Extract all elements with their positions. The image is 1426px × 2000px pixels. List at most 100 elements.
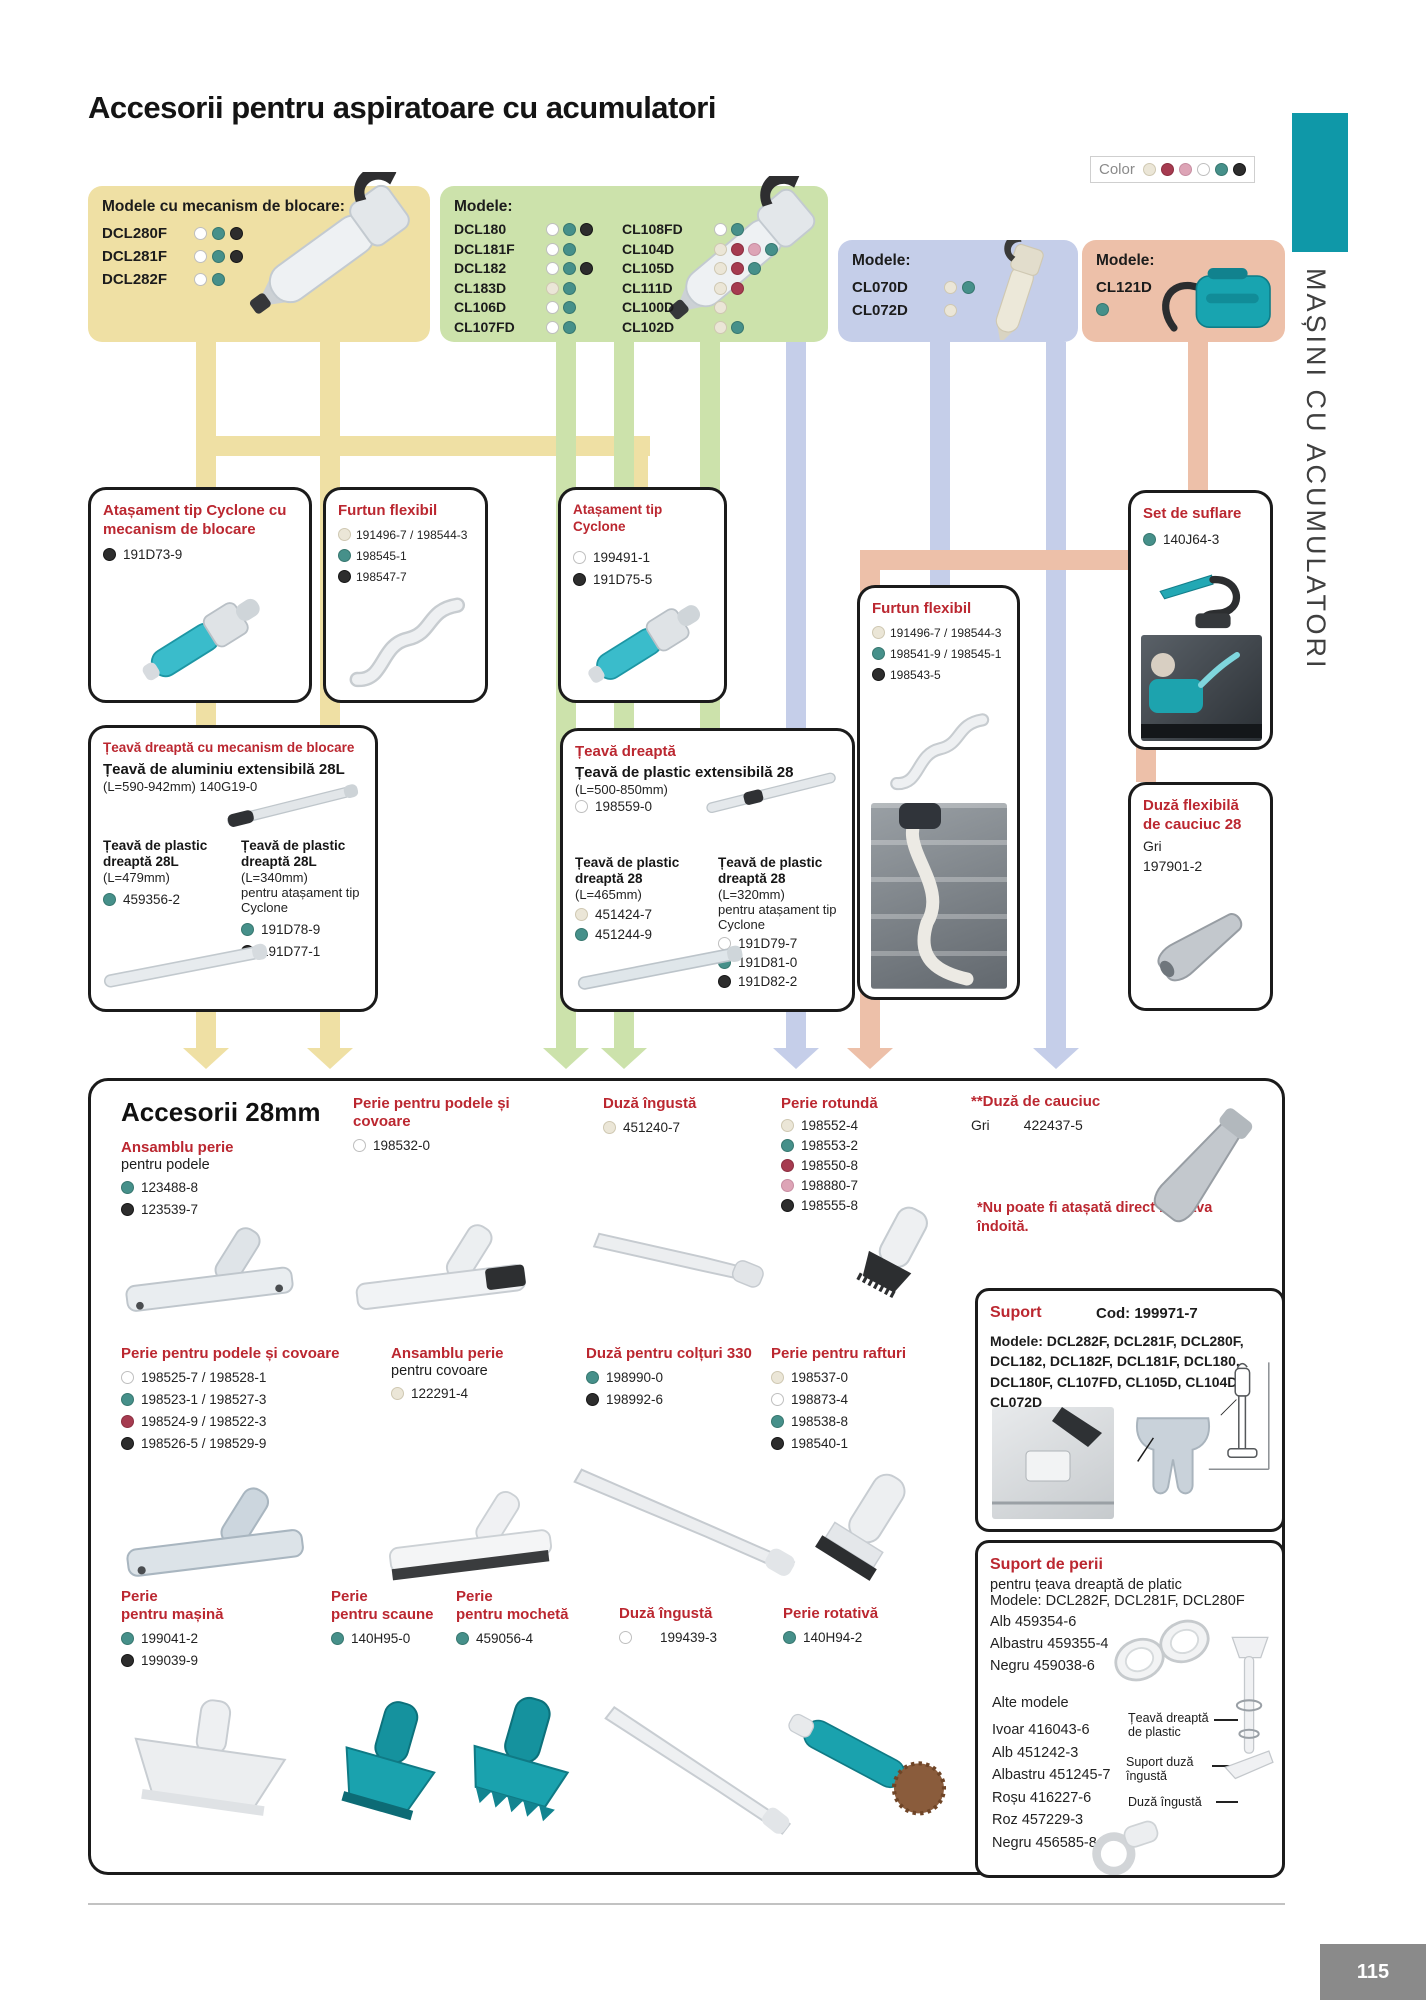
model-group-main: Modele: DCL180 DCL181F DCL182 — [440, 176, 828, 342]
ivory-color-dot — [872, 626, 885, 640]
part-code: 451424-7 — [595, 907, 653, 923]
model-group-title: Modele: — [454, 198, 513, 215]
pipe-left-column: Țeavă de plastic dreaptă 28 (L=465mm) 45… — [575, 855, 705, 942]
variant-row: Alb 451242-3 — [992, 1744, 1079, 1761]
item-title: Perie pentru podele și covoare — [121, 1345, 340, 1362]
part-code: 140J64-3 — [1163, 531, 1220, 547]
connector-salmon-stub — [1188, 342, 1208, 492]
part-code: 198873-4 — [791, 1392, 849, 1407]
variant-row: Roșu 416227-6 — [992, 1789, 1092, 1806]
code-list: 198990-0 198992-6 — [586, 1370, 752, 1407]
model-list-col1: DCL180 DCL181F DCL182 CL183D — [454, 220, 593, 337]
black-color-dot — [872, 668, 885, 682]
white-color-dot — [353, 1139, 366, 1152]
model-list: CL070D CL072D — [852, 276, 1064, 322]
plastic-pipe-image — [577, 945, 743, 990]
stick-vacuum-with-holders-image — [1224, 1636, 1274, 1780]
white-color-dot — [546, 223, 559, 237]
item-corner-nozzle: Duză pentru colțuri 330 198990-0 198992-… — [586, 1345, 752, 1407]
model-group-title: Modele: — [1096, 252, 1155, 269]
part-code: 198541-9 / 198545-1 — [890, 646, 1002, 661]
ivory-color-dot — [546, 281, 559, 295]
model-color-dots — [944, 281, 975, 294]
teal-color-dot — [563, 301, 576, 315]
accessories-heading: Accesorii 28mm — [121, 1097, 321, 1127]
code-list: 451240-7 — [603, 1120, 696, 1135]
teal-color-dot — [103, 893, 116, 907]
pipe-alu-title: Țeavă de aluminiu extensibilă 28L — [103, 760, 345, 778]
callout-line — [1214, 1719, 1238, 1721]
box-title: Set de suflare — [1143, 505, 1242, 522]
model-name: DCL280F — [102, 225, 168, 242]
model-color-dots — [714, 320, 744, 334]
model-color-dots — [714, 242, 778, 256]
part-code: 198526-5 / 198529-9 — [141, 1436, 267, 1451]
color-variant-label: Gri — [1143, 837, 1162, 854]
black-color-dot — [338, 570, 351, 584]
model-row: CL183D — [454, 279, 593, 299]
white-color-dot — [575, 799, 588, 813]
teal-color-dot — [731, 223, 744, 237]
model-name: DCL180 — [454, 221, 507, 237]
teal-color-dot — [731, 320, 744, 334]
model-row: CL104D — [622, 240, 778, 260]
model-name: CL183D — [454, 279, 507, 296]
item-title: Perie pentru podele și covoare — [353, 1095, 510, 1130]
item-title: Duză pentru colțuri 330 — [586, 1345, 752, 1362]
code-row: 198532-0 — [353, 1138, 538, 1153]
code-list: 459356-2 — [103, 892, 231, 907]
black-color-dot — [580, 223, 593, 237]
color-legend: Color — [1090, 156, 1255, 183]
white-color-dot — [619, 1631, 632, 1644]
aluminium-pipe-image — [227, 784, 359, 827]
code-list: 122291-4 — [391, 1386, 504, 1401]
model-row: DCL282F — [102, 268, 416, 291]
part-code: 199041-2 — [141, 1631, 199, 1646]
red-color-dot — [121, 1415, 134, 1428]
suport-perii-models: Modele: DCL282F, DCL281F, DCL280F — [990, 1593, 1245, 1609]
teal-color-dot — [771, 1415, 784, 1428]
model-row: DCL281F — [102, 245, 416, 268]
part-code: 191D82-2 — [738, 974, 798, 990]
stairs-photo — [871, 803, 1007, 989]
code-row: 198555-8 — [781, 1198, 878, 1213]
code-row: 198547-7 — [338, 570, 473, 584]
white-color-dot — [546, 242, 559, 256]
code-row: 199439-3 — [619, 1630, 717, 1645]
variant-row: Albastru 459355-4 — [990, 1636, 1109, 1652]
connector-yellow-h — [196, 436, 650, 456]
box-title: Suport de perii — [990, 1556, 1103, 1573]
shelf-brush-image — [815, 1473, 906, 1581]
teal-color-dot — [575, 928, 588, 942]
part-code: 422437-5 — [1023, 1117, 1083, 1133]
code-list: 140H95-0 — [331, 1631, 434, 1646]
box-title: Atașament tip Cyclone cu mecanism de blo… — [103, 502, 287, 538]
code-row: 198990-0 — [586, 1370, 752, 1385]
white-color-dot — [546, 301, 559, 315]
item-title: Perie — [121, 1588, 158, 1605]
code-row: 198541-9 / 198545-1 — [872, 647, 1005, 661]
ivory-color-dot — [575, 908, 588, 922]
code-row: 199041-2 — [121, 1631, 224, 1646]
white-color-dot — [194, 250, 207, 263]
code-list: 140H94-2 — [783, 1630, 878, 1645]
part-code: 198550-8 — [801, 1158, 859, 1173]
model-row: CL108FD — [622, 220, 778, 240]
pipe-left-title: Țeavă de plastic dreaptă 28L — [103, 838, 208, 870]
callout-line — [1212, 1765, 1238, 1767]
part-code: 198880-7 — [801, 1178, 859, 1193]
carpet-brush-image — [389, 1490, 552, 1581]
teal-color-dot — [212, 227, 225, 240]
teal-color-dot — [748, 262, 761, 276]
code-row: 191D79-7 — [718, 936, 848, 951]
code-list: 140J64-3 — [1143, 532, 1258, 547]
floor-carpet-brush-image — [126, 1487, 304, 1577]
callout-label: Țeavă dreaptă de plastic — [1128, 1711, 1209, 1740]
red-color-dot — [731, 262, 744, 276]
part-code: 198538-8 — [791, 1414, 849, 1429]
part-code: 198990-0 — [606, 1370, 664, 1385]
teal-color-dot — [331, 1632, 344, 1645]
black-color-dot — [103, 547, 116, 561]
red-color-dot — [731, 281, 744, 295]
variant-row: Negru 459038-6 — [990, 1658, 1095, 1674]
